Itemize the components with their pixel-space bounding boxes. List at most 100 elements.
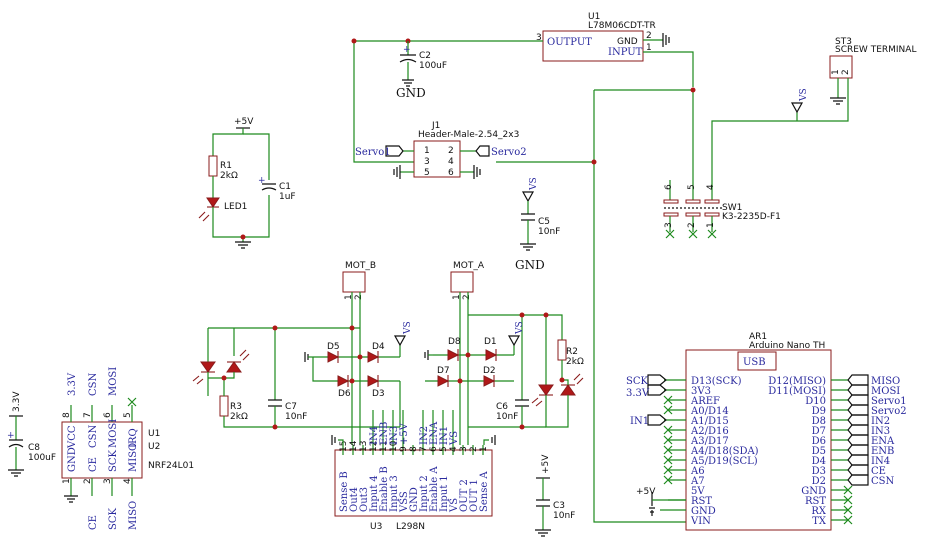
- u3-net-label: IN1: [439, 426, 450, 445]
- svg-text:D3: D3: [372, 389, 385, 399]
- svg-text:C1: C1: [279, 182, 291, 192]
- u2-pin-label: MOSI: [108, 419, 119, 448]
- u2-net-label: 3.3V: [67, 372, 78, 396]
- u1-input-label: INPUT: [608, 47, 643, 58]
- u3-pin-num: 11: [379, 441, 389, 452]
- servo1-flag: [385, 145, 404, 157]
- u3-pin-num: 13: [359, 441, 369, 452]
- motor-b-connector[interactable]: MOT_B 1 2: [342, 261, 376, 300]
- arduino-net-label: CE: [871, 466, 886, 477]
- svg-text:4: 4: [448, 157, 454, 167]
- u3-pin-label: Sense A: [479, 471, 490, 512]
- arduino-right-pin: D11(MOSI): [768, 386, 826, 397]
- svg-text:6: 6: [664, 184, 674, 190]
- arduino-right-pin: D7: [812, 426, 826, 437]
- arduino-left-pin: A4/D18(SDA): [690, 446, 759, 457]
- diodes-motor-a: D8 D1 D7 D2 VS: [424, 321, 525, 387]
- svg-text:AR1: AR1: [749, 332, 767, 342]
- vs-flag-top: [790, 102, 804, 114]
- arduino-right-pin: D12(MISO): [768, 376, 826, 387]
- arduino-nano-ar1[interactable]: USB AR1 Arduino Nano TH: [685, 332, 832, 531]
- motor-driver-u3[interactable]: U3 L298N: [334, 449, 493, 532]
- arduino-left-pin: VIN: [690, 516, 711, 527]
- svg-text:MOT_B: MOT_B: [345, 261, 376, 271]
- svg-text:3: 3: [664, 222, 674, 228]
- svg-text:10nF: 10nF: [496, 412, 518, 422]
- svg-text:Arduino Nano TH: Arduino Nano TH: [749, 341, 825, 351]
- u2-pin-label: IRQ: [128, 428, 139, 448]
- header-j1[interactable]: J1 Header-Male-2.54_2x3 1 2 3 4 5 6: [413, 121, 519, 178]
- u3-pin-label: Input 3: [389, 475, 400, 512]
- u1-ref: U1: [588, 12, 600, 22]
- u2-pin-label: VCC: [67, 425, 78, 449]
- u3-pin-num: 3: [459, 446, 469, 452]
- svg-text:6: 6: [448, 168, 454, 178]
- svg-text:1: 1: [344, 294, 354, 300]
- motor-a-connector[interactable]: MOT_A 1 2: [450, 261, 485, 300]
- arduino-left-pin: A0/D14: [690, 406, 729, 417]
- u3-net-label: VS: [449, 431, 460, 446]
- arduino-left-pin: RST: [691, 496, 712, 507]
- u3-pin-num: 1: [479, 446, 489, 452]
- svg-text:10nF: 10nF: [538, 227, 560, 237]
- u3-net-label: ENA: [429, 421, 440, 445]
- svg-text:GND: GND: [515, 258, 545, 272]
- u2-pin-label: SCK: [108, 449, 119, 472]
- capacitor-c8[interactable]: 3.3V + C8 100uF: [7, 391, 56, 477]
- arduino-right-pin: D9: [812, 406, 826, 417]
- svg-text:C8: C8: [28, 443, 40, 453]
- arduino-net-label: ENB: [871, 446, 894, 457]
- u3-net-label: IN3: [389, 426, 400, 445]
- arduino-right-pin: D3: [812, 466, 826, 477]
- svg-text:D2: D2: [483, 366, 496, 376]
- arduino-left-pin: A2/D16: [690, 426, 729, 437]
- screw-terminal-st3[interactable]: ST3 SCREW TERMINAL 1 2: [829, 37, 916, 79]
- regulator-u1[interactable]: U1 L78M06CDT-TR OUTPUT GND INPUT 3 2 1: [536, 12, 656, 62]
- switch-sw1[interactable]: 6 5 4 3 2 1 SW1 K3-2235D-F1: [663, 180, 781, 239]
- usb-label: USB: [743, 357, 766, 368]
- u3-pin-num: 4: [449, 446, 459, 452]
- arduino-net-label: IN3: [871, 426, 890, 437]
- radio-module-u2[interactable]: U1 U2 NRF24L01: [61, 421, 194, 479]
- capacitor-c5[interactable]: VS C5 10nF GND: [515, 177, 560, 272]
- svg-text:D4: D4: [372, 342, 385, 352]
- u3-pin-num: 14: [349, 440, 359, 452]
- svg-text:VS: VS: [403, 321, 413, 335]
- svg-text:1uF: 1uF: [279, 192, 296, 202]
- arduino-right-pin: TX: [812, 516, 827, 527]
- u3-pin-label: Out3: [359, 487, 370, 512]
- svg-text:+5V: +5V: [541, 454, 551, 474]
- u3-pin-label: Enable B: [379, 466, 390, 512]
- svg-text:+5V: +5V: [636, 487, 656, 497]
- 3v3-flag: [647, 384, 667, 396]
- u2-net-label: SCK: [108, 507, 119, 530]
- u3-pin-label: Enable A: [429, 466, 440, 512]
- capacitor-c3[interactable]: +5V C3 10nF: [535, 454, 575, 537]
- r1-led-c1-block[interactable]: +5V R1 2kΩ LED1 + C1 1uF: [198, 117, 296, 249]
- svg-text:1: 1: [62, 478, 72, 484]
- svg-text:+: +: [403, 45, 411, 55]
- arduino-left-pin: A1/D15: [690, 416, 729, 427]
- capacitor-c2[interactable]: + C2 100uF GND: [396, 41, 447, 100]
- arduino-right-pin: GND: [801, 486, 826, 497]
- svg-text:2kΩ: 2kΩ: [566, 357, 584, 367]
- u2-pin-label: CSN: [88, 424, 99, 448]
- arduino-net-label: MOSI: [871, 386, 900, 397]
- svg-text:C6: C6: [496, 402, 508, 412]
- svg-text:NRF24L01: NRF24L01: [148, 461, 194, 471]
- arduino-right-pin: D8: [812, 416, 826, 427]
- svg-text:2: 2: [354, 294, 364, 300]
- svg-text:R2: R2: [566, 347, 578, 357]
- svg-text:+: +: [7, 431, 15, 441]
- u3-pin-label: VS: [449, 498, 460, 513]
- u1-gnd-symbol: [662, 33, 670, 47]
- svg-text:U3: U3: [370, 522, 382, 532]
- u3-pin-num: 8: [409, 446, 419, 452]
- u2-net-label: MOSI: [108, 367, 119, 396]
- svg-text:100uF: 100uF: [28, 453, 56, 463]
- svg-text:3.3V: 3.3V: [626, 388, 650, 399]
- svg-text:8: 8: [62, 412, 72, 418]
- arduino-right-pin: D5: [812, 446, 826, 457]
- arduino-net-label: MISO: [871, 376, 900, 387]
- svg-text:+: +: [258, 176, 266, 186]
